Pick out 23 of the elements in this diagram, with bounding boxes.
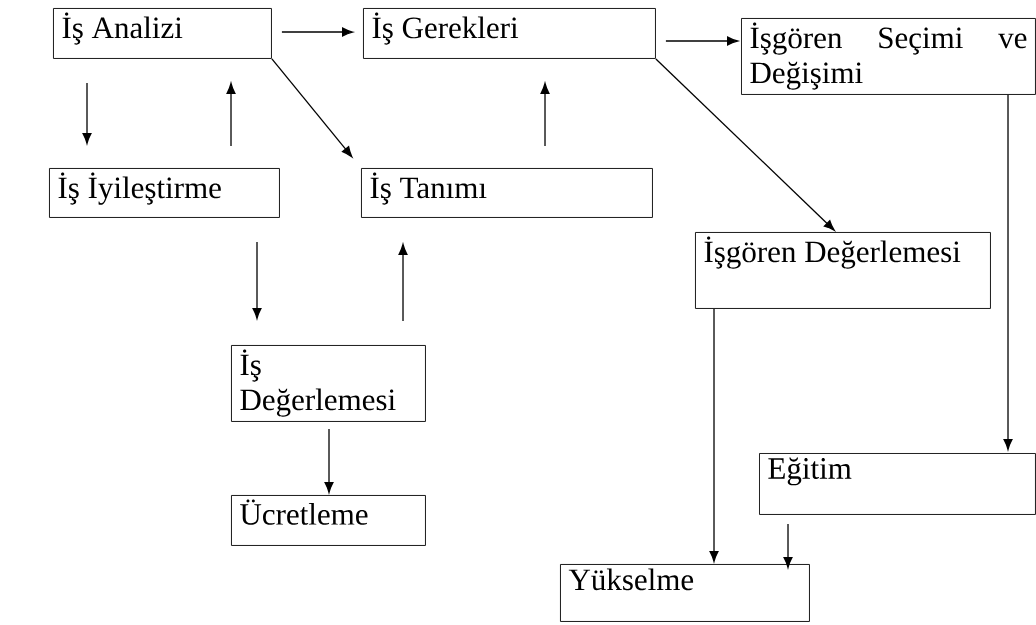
text-box: Ücretleme [231, 495, 426, 546]
arrow [271, 58, 353, 158]
arrow [398, 243, 408, 322]
arrow [1003, 94, 1013, 451]
text-box: İş Analizi [53, 8, 272, 59]
text-box: İş Değerlemesi [231, 345, 426, 422]
text-box: Yükselme [560, 564, 810, 622]
arrow [709, 308, 719, 563]
arrow [281, 27, 354, 37]
arrow [252, 241, 262, 320]
arrow [324, 428, 334, 494]
text-box: İş Tanımı [361, 168, 653, 218]
arrow [783, 523, 793, 569]
text-box: İşgören Değerlemesi [695, 232, 991, 309]
arrow [665, 36, 739, 46]
arrow [655, 58, 835, 231]
arrow [540, 82, 550, 147]
text-box: İş Gerekleri [363, 8, 656, 59]
text-box: Eğitim [759, 453, 1036, 515]
text-box: İşgören Seçimi ve Değişimi [741, 18, 1036, 95]
text-box: İş İyileştirme [49, 168, 280, 218]
arrow [226, 82, 236, 147]
arrow [82, 82, 92, 145]
